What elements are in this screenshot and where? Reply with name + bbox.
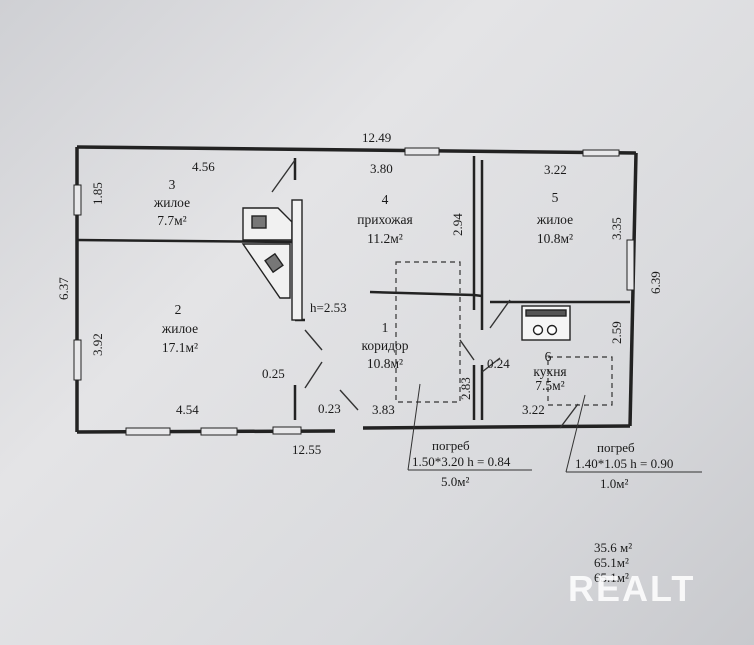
room-area: 11.2м² [367,231,403,246]
room-number: 2 [175,302,182,317]
dim-room2-bottom: 4.54 [176,402,199,417]
cellar-2-label: погреб 1.40*1.05 h = 0.90 1.0м² [575,440,673,491]
dim-overall-bottom: 12.55 [292,442,321,457]
room-name: коридор [362,338,409,353]
dim-room4-top: 3.80 [370,161,393,176]
room-6-label: 6 кухня 7.5м² [533,349,566,393]
room-2-label: 2 жилое 17.1м² [161,302,198,355]
stove [241,199,303,321]
cellar-area: 5.0м² [441,474,469,489]
room-name: прихожая [357,212,412,227]
dim-kitchen-side: 2.59 [609,321,624,344]
dim-kitchen-gap: 0.24 [487,356,510,371]
dim-right-height: 6.39 [648,271,663,294]
dim-room2-side: 3.92 [90,333,105,356]
dim-door-gap: 0.23 [318,401,341,416]
room-name: кухня [533,364,566,379]
summary-line: 65.1м² [594,570,629,585]
kitchen-range [521,305,571,341]
dim-left-height: 6.37 [56,277,71,300]
room-3-label: 3 жилое 7.7м² [153,177,190,228]
realt-watermark: REALT [568,568,696,609]
cellar-1-label: погреб 1.50*3.20 h = 0.84 5.0м² [412,438,511,489]
room-area: 7.7м² [157,213,186,228]
dim-overall-top: 12.49 [362,130,391,145]
cellar-dims: 1.40*1.05 h = 0.90 [575,456,673,471]
room-area: 17.1м² [162,340,198,355]
room-area: 7.5м² [535,378,564,393]
room-number: 5 [552,190,559,205]
area-summary: 35.6 м² 65.1м² 65.1м² [594,540,632,585]
cellar-dims: 1.50*3.20 h = 0.84 [412,454,511,469]
dim-room5-top: 3.22 [544,162,567,177]
room-4-label: 4 прихожая 11.2м² [357,192,412,246]
room-number: 3 [169,177,176,192]
door-swings [271,159,579,429]
dim-corridor-side: 2.83 [458,377,473,400]
summary-line: 35.6 м² [594,540,633,555]
leader-lines [407,383,702,473]
dim-room5-side: 3.35 [609,217,624,240]
windows [73,147,635,436]
dim-room3-top: 4.56 [192,159,215,174]
room-name: жилое [536,212,573,227]
summary-line: 65.1м² [594,555,629,570]
cellar-title: погреб [597,440,635,455]
room-name: жилое [161,321,198,336]
cellar-area: 1.0м² [600,476,628,491]
cellar-title: погреб [432,438,470,453]
dim-corridor-bottom: 3.83 [372,402,395,417]
room-number: 1 [382,320,389,335]
room-area: 10.8м² [367,356,403,371]
dim-stove-height: h=2.53 [310,300,347,315]
room-area: 10.8м² [537,231,573,246]
room-number: 4 [382,192,389,207]
dim-room4-side: 2.94 [450,213,465,236]
room-number: 6 [545,349,552,364]
dim-room3-side: 1.85 [90,182,105,205]
cellar-outlines [395,261,613,406]
dim-kitchen-bottom: 3.22 [522,402,545,417]
room-1-label: 1 коридор 10.8м² [362,320,409,371]
room-name: жилое [153,195,190,210]
room-5-label: 5 жилое 10.8м² [536,190,573,246]
dim-room2-corner: 0.25 [262,366,285,381]
